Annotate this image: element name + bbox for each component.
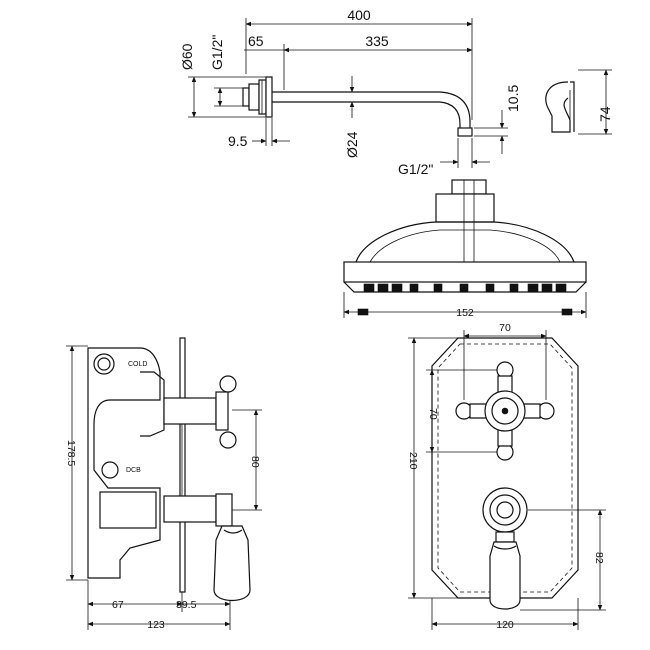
wall-plate-side-view: 74 <box>545 69 613 135</box>
valve-side-wallplate <box>179 337 186 593</box>
arm-flange <box>265 76 273 118</box>
lower-diverter-handle <box>482 487 528 610</box>
dim-flange-thickness: 9.5 <box>228 133 248 149</box>
head-rim <box>343 261 587 283</box>
valve-body-outline <box>87 347 161 579</box>
dim-valve-centres: 80 <box>249 456 261 468</box>
dim-valve-projection: 39.5 <box>176 599 197 611</box>
valve-front-view: 70 70 210 82 120 <box>407 322 606 631</box>
dim-arm-length: 335 <box>365 33 389 49</box>
dim-top-handle-width: 70 <box>499 322 511 334</box>
head-nozzles <box>363 283 567 293</box>
dim-backplate-depth: 65 <box>248 33 264 49</box>
valve-cartridge-block <box>99 491 157 529</box>
lower-spindle-collar <box>215 493 233 527</box>
lower-lever-handle <box>213 525 251 602</box>
arm-nut <box>248 83 260 111</box>
arm-pipe-bottom <box>272 101 461 128</box>
head-connector-nut <box>435 193 495 223</box>
shower-head-view: 152 <box>343 179 587 319</box>
dim-valve-total-depth: 123 <box>147 619 165 631</box>
dim-wall-thread: G1/2" <box>209 35 225 70</box>
diverter-port <box>101 461 119 479</box>
dim-head-diameter: 152 <box>456 307 474 319</box>
dim-faceplate-height: 210 <box>407 452 419 470</box>
top-cross-handle <box>455 361 555 461</box>
lower-spindle-housing <box>163 495 217 523</box>
shower-arm-view: 400 335 65 Ø60 G1/2" 9.5 Ø24 G1/2" <box>179 7 521 177</box>
cold-inlet-outer <box>93 353 115 375</box>
top-spindle-collar <box>215 391 229 431</box>
dim-overall-length: 400 <box>347 7 371 23</box>
top-spindle-housing <box>163 397 217 425</box>
arm-pipe-top <box>272 91 471 128</box>
dim-backplate-dia: Ø60 <box>179 43 195 70</box>
diverter-label: DCB <box>126 467 141 474</box>
arm-thread-stub <box>242 87 250 107</box>
top-handle-knob-upper <box>219 375 237 393</box>
head-dome <box>355 221 575 263</box>
dim-plate-height: 74 <box>597 106 613 122</box>
dim-outlet-height: 10.5 <box>505 85 521 112</box>
head-connector-top <box>451 179 487 195</box>
faceplate-inner-bevel <box>437 343 573 593</box>
dim-pipe-dia: Ø24 <box>344 131 360 158</box>
cold-inlet-inner <box>97 357 111 371</box>
valve-side-view: COLD DCB 178.5 80 67 39.5 123 <box>65 337 262 631</box>
top-handle-knob-lower <box>219 431 237 449</box>
dim-outlet-thread: G1/2" <box>398 161 433 177</box>
dim-lower-handle-height: 82 <box>593 552 605 564</box>
arm-flange-inner <box>258 79 267 115</box>
dim-valve-height: 178.5 <box>65 440 77 466</box>
dim-valve-body-depth: 67 <box>112 599 124 611</box>
wall-plate-profile <box>545 81 571 133</box>
dim-faceplate-width: 120 <box>496 619 514 631</box>
dim-top-handle-height: 70 <box>427 408 439 420</box>
cold-label: COLD <box>128 361 147 368</box>
arm-outlet <box>457 127 473 137</box>
